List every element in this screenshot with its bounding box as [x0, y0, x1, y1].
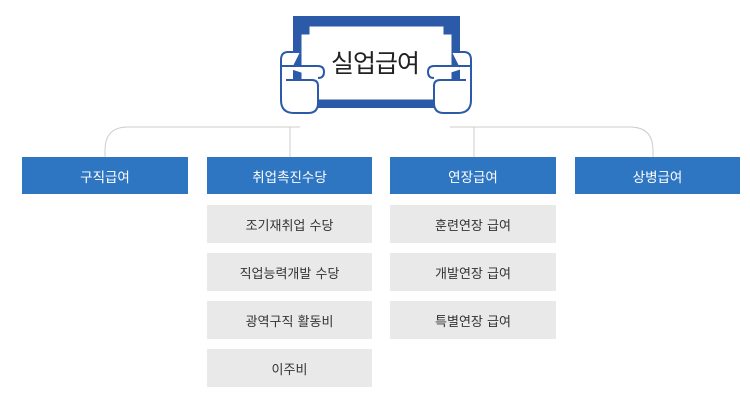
page-title: 실업급여 — [330, 49, 420, 78]
sub-item-individual-extended-benefit[interactable]: 개발연장 급여 — [390, 253, 556, 291]
right-hand-icon — [427, 51, 472, 114]
category-extended-benefits[interactable]: 연장급여 — [390, 157, 556, 194]
connector-line-left — [104, 126, 300, 157]
category-job-seeking-allowance[interactable]: 구직급여 — [22, 157, 188, 194]
sub-item-early-reemployment-allowance[interactable]: 조기재취업 수당 — [207, 205, 372, 243]
sub-item-relocation-expenses[interactable]: 이주비 — [207, 349, 372, 387]
category-employment-promotion-allowance[interactable]: 취업촉진수당 — [207, 157, 372, 194]
sub-item-vocational-training-allowance[interactable]: 직업능력개발 수당 — [207, 253, 372, 291]
sub-item-special-extended-benefit[interactable]: 특별연장 급여 — [390, 301, 556, 339]
connector-line-right — [450, 126, 654, 157]
category-sickness-benefits[interactable]: 상병급여 — [575, 157, 740, 194]
sub-item-training-extended-benefit[interactable]: 훈련연장 급여 — [390, 205, 556, 243]
sign-board-illustration — [280, 16, 472, 114]
left-hand-icon — [280, 51, 325, 114]
sub-item-wide-area-job-search-expenses[interactable]: 광역구직 활동비 — [207, 301, 372, 339]
